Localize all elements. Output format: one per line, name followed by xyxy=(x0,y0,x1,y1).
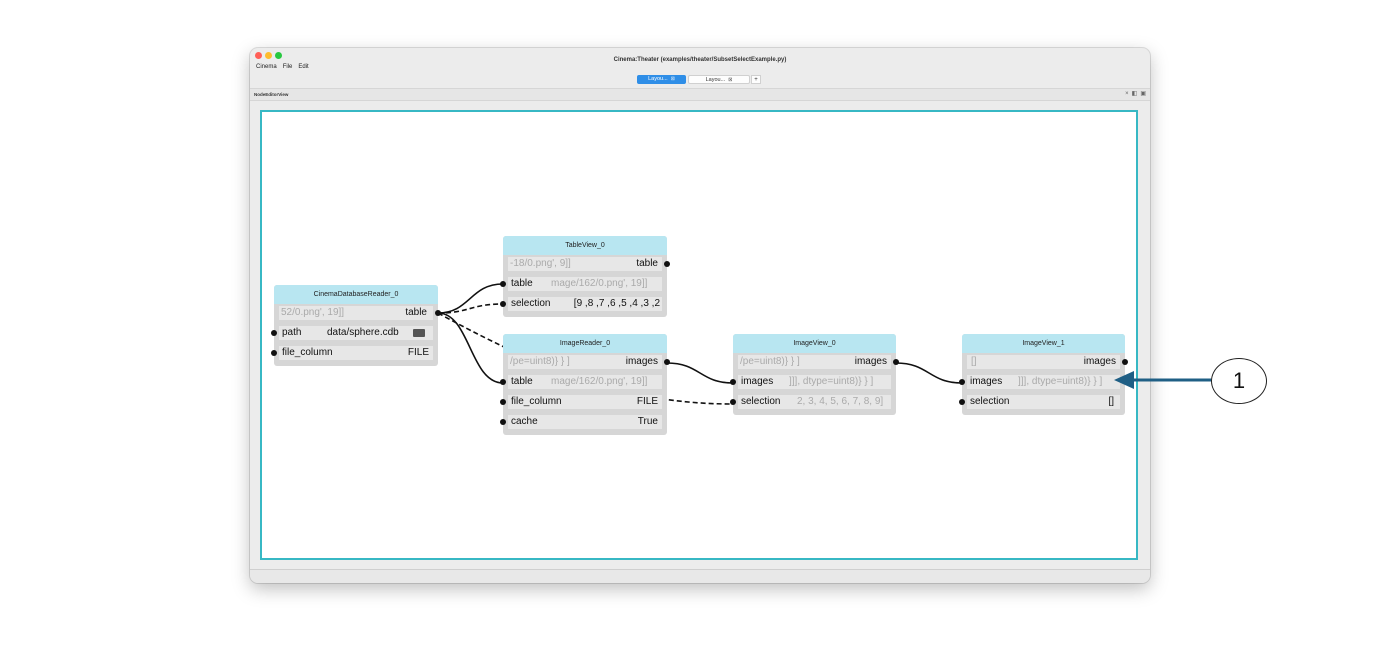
port-selection: selection [] xyxy=(959,392,1125,412)
port-value: /pe=uint8)} } ] xyxy=(740,356,800,367)
node-title: CinemaDatabaseReader_0 xyxy=(274,285,438,304)
output-socket[interactable] xyxy=(893,359,899,365)
tab-close-icon[interactable]: ⊠ xyxy=(670,76,675,82)
status-bar xyxy=(250,569,1150,583)
tab-close-icon[interactable]: ⊠ xyxy=(728,77,733,83)
node-title: ImageView_1 xyxy=(962,334,1125,353)
port-value: [] xyxy=(1108,396,1114,407)
port-input-images: images ]]], dtype=uint8)} } ] xyxy=(959,372,1125,392)
output-socket[interactable] xyxy=(1122,359,1128,365)
close-panel-icon[interactable]: × xyxy=(1125,91,1129,97)
port-label: table xyxy=(636,258,658,269)
port-label: images xyxy=(625,356,658,367)
port-value: ]]], dtype=uint8)} } ] xyxy=(1018,376,1103,387)
input-socket[interactable] xyxy=(271,330,277,336)
port-output-table: -18/0.png', 9]] table xyxy=(503,254,670,274)
minimize-window-button[interactable] xyxy=(265,52,272,59)
menu-file[interactable]: File xyxy=(282,64,293,70)
port-label: images xyxy=(741,376,774,387)
folder-icon[interactable] xyxy=(413,329,425,337)
panel-header: NodeEditorView × ◧ ▣ xyxy=(250,88,1150,101)
port-value: 2, 3, 4, 5, 6, 7, 8, 9] xyxy=(573,298,660,309)
input-socket[interactable] xyxy=(271,350,277,356)
input-socket[interactable] xyxy=(500,379,506,385)
annotation-callout: 1 xyxy=(1211,358,1267,404)
port-label: file_column xyxy=(511,396,562,407)
port-label: selection xyxy=(741,396,781,407)
port-value: 52/0.png', 19]] xyxy=(281,307,345,318)
port-input-table: table mage/162/0.png', 19]] xyxy=(500,372,667,392)
input-socket[interactable] xyxy=(500,301,506,307)
close-window-button[interactable] xyxy=(255,52,262,59)
port-value: 2, 3, 4, 5, 6, 7, 8, 9] xyxy=(797,396,884,407)
port-label: file_column xyxy=(282,347,333,358)
tab-bar: Layou...⊠ Layou...⊠ + xyxy=(250,74,1150,86)
port-output-images: /pe=uint8)} } ] images xyxy=(503,352,670,372)
port-label: images xyxy=(970,376,1003,387)
port-input-images: images ]]], dtype=uint8)} } ] xyxy=(730,372,896,392)
tab-label: Layou... xyxy=(648,76,668,82)
port-value: -18/0.png', 9]] xyxy=(510,258,571,269)
output-socket[interactable] xyxy=(664,359,670,365)
tab-layout-1[interactable]: Layou...⊠ xyxy=(637,75,686,84)
port-file-column: file_column FILE xyxy=(271,343,438,363)
node-title: ImageView_0 xyxy=(733,334,896,353)
node-image-view-0[interactable]: ImageView_0 /pe=uint8)} } ] images image… xyxy=(730,334,899,415)
port-label: table xyxy=(405,307,427,318)
split-panel-icon[interactable]: ◧ xyxy=(1131,91,1138,97)
port-input-table: table mage/162/0.png', 19]] xyxy=(500,274,667,294)
port-label: table xyxy=(511,376,533,387)
menu-edit[interactable]: Edit xyxy=(298,64,309,70)
window-title: Cinema:Theater (examples/theater/SubsetS… xyxy=(613,57,787,63)
path-value[interactable]: data/sphere.cdb xyxy=(327,327,399,338)
title-bar: Cinema:Theater (examples/theater/SubsetS… xyxy=(250,48,1150,63)
port-label: path xyxy=(282,327,302,338)
node-title: TableView_0 xyxy=(503,236,667,255)
menu-cinema[interactable]: Cinema xyxy=(256,64,277,70)
port-value: mage/162/0.png', 19]] xyxy=(551,376,648,387)
port-value: [] xyxy=(971,356,977,367)
node-image-reader[interactable]: ImageReader_0 /pe=uint8)} } ] images tab… xyxy=(500,334,670,435)
add-tab-button[interactable]: + xyxy=(751,75,761,84)
port-cache: cache True xyxy=(500,412,667,432)
port-label: selection xyxy=(970,396,1010,407)
node-table-view[interactable]: TableView_0 -18/0.png', 9]] table table … xyxy=(500,236,670,317)
port-selection: selection 2, 3, 4, 5, 6, 7, 8, 9] xyxy=(500,294,667,314)
maximize-panel-icon[interactable]: ▣ xyxy=(1140,91,1146,97)
output-socket[interactable] xyxy=(664,261,670,267)
input-socket[interactable] xyxy=(730,379,736,385)
port-label: table xyxy=(511,278,533,289)
tab-label: Layou... xyxy=(705,77,726,83)
port-label: images xyxy=(1083,356,1116,367)
port-label: images xyxy=(854,356,887,367)
input-socket[interactable] xyxy=(959,379,965,385)
input-socket[interactable] xyxy=(500,419,506,425)
port-file-column: file_column FILE xyxy=(500,392,667,412)
input-socket[interactable] xyxy=(959,399,965,405)
port-selection: selection 2, 3, 4, 5, 6, 7, 8, 9] xyxy=(730,392,896,412)
port-value: ]]], dtype=uint8)} } ] xyxy=(789,376,874,387)
port-value[interactable]: FILE xyxy=(407,347,429,358)
panel-title: NodeEditorView xyxy=(254,92,289,97)
node-cinema-database-reader[interactable]: CinemaDatabaseReader_0 52/0.png', 19]] t… xyxy=(271,285,441,366)
port-output-table: 52/0.png', 19]] table xyxy=(274,303,441,323)
port-value: /pe=uint8)} } ] xyxy=(510,356,570,367)
node-image-view-1[interactable]: ImageView_1 [] images images ]]], dtype=… xyxy=(959,334,1128,415)
port-output-images: /pe=uint8)} } ] images xyxy=(733,352,899,372)
zoom-window-button[interactable] xyxy=(275,52,282,59)
port-value: mage/162/0.png', 19]] xyxy=(551,278,648,289)
node-title: ImageReader_0 xyxy=(503,334,667,353)
menu-bar: Cinema File Edit xyxy=(256,64,309,73)
input-socket[interactable] xyxy=(730,399,736,405)
input-socket[interactable] xyxy=(500,281,506,287)
port-value[interactable]: True xyxy=(637,416,658,427)
port-label: selection xyxy=(511,298,551,309)
port-value[interactable]: FILE xyxy=(636,396,658,407)
port-label: cache xyxy=(511,416,538,427)
tab-layout-2[interactable]: Layou...⊠ xyxy=(688,75,750,84)
port-output-images: [] images xyxy=(962,352,1128,372)
output-socket[interactable] xyxy=(435,310,441,316)
port-path: path data/sphere.cdb xyxy=(271,323,438,343)
input-socket[interactable] xyxy=(500,399,506,405)
